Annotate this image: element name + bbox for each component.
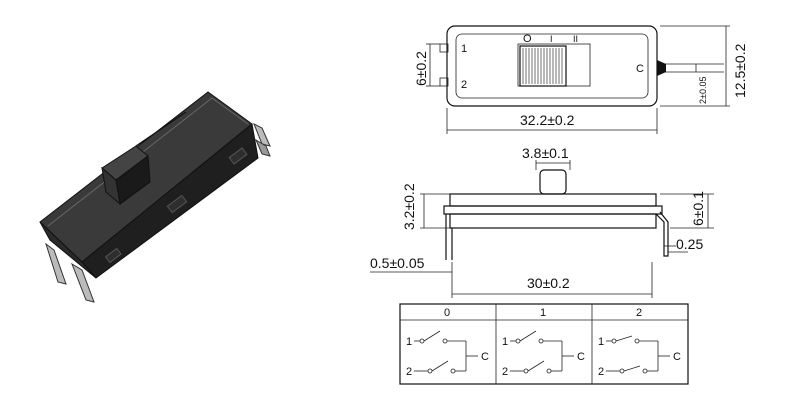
position-2-label: II [573, 34, 578, 44]
position-0-label: O [523, 33, 532, 45]
circuit-position-1: 1 2 C [502, 330, 585, 378]
dim-pitch: 30±0.2 [527, 275, 570, 291]
cell0-label-2: 2 [406, 366, 412, 378]
cell0-label-1: 1 [406, 336, 412, 348]
circuit-table: 0 1 2 1 2 C 1 2 C [399, 303, 689, 385]
dim-height: 12.5±0.2 [732, 43, 748, 98]
cell1-label-2: 2 [502, 366, 508, 378]
dim-width: 32.2±0.2 [520, 112, 575, 128]
terminal-c-label: C [636, 63, 644, 75]
cell2-label-c: C [673, 351, 681, 363]
dim-pin-spacing: 6±0.2 [413, 51, 429, 86]
dim-pin-thickness: 0.25 [676, 236, 703, 252]
dim-offset: 0.5±0.05 [370, 255, 425, 271]
table-header-2: 2 [636, 307, 642, 319]
dim-right-height: 6±0.1 [690, 191, 706, 226]
cell1-label-1: 1 [502, 336, 508, 348]
cell1-label-c: C [577, 351, 585, 363]
table-header-0: 0 [444, 307, 450, 319]
position-1-label: I [550, 34, 553, 44]
dim-knob: 3.8±0.1 [522, 145, 569, 161]
table-header-1: 1 [540, 307, 546, 319]
circuit-position-0: 1 2 C [406, 330, 489, 378]
side-view-drawing: 3.8±0.1 3.2±0.2 6±0.1 0.25 0.5±0.05 30±0… [370, 145, 714, 298]
cell2-label-2: 2 [598, 366, 604, 378]
terminal-1-label: 1 [461, 43, 467, 55]
cell0-label-c: C [481, 351, 489, 363]
cell2-label-1: 1 [598, 336, 604, 348]
switch-3d-render [39, 91, 271, 303]
terminal-2-label: 2 [461, 79, 467, 91]
top-view-drawing: O I II 1 2 C 32.2±0.2 12.5±0.2 6±0.2 2±0… [413, 25, 748, 134]
dim-left-height: 3.2±0.2 [401, 183, 417, 230]
circuit-position-2: 1 2 C [598, 335, 681, 378]
dim-pin-width: 2±0.05 [698, 77, 708, 104]
